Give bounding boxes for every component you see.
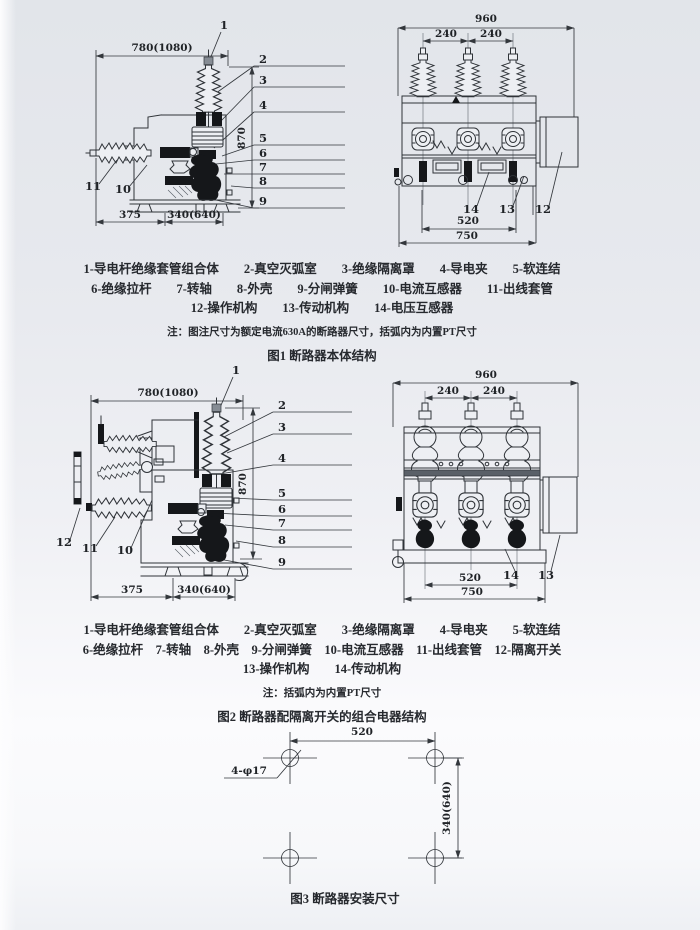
callout-11: 11 [85, 179, 101, 193]
support-rod [194, 412, 199, 478]
dim-width-label: 780(1080) [131, 42, 192, 54]
callout-9: 9 [259, 194, 267, 208]
dim-520-label: 520 [457, 215, 479, 227]
dim-375-label: 375 [119, 209, 141, 221]
combined-front-body [392, 426, 578, 568]
legend-line: 1-导电杆绝缘套管组合体 2-真空灭弧室 3-绝缘隔离罩 4-导电夹 5-软连结 [83, 623, 561, 637]
dim-340-label: 340(640) [177, 584, 231, 596]
breaker-front-body [394, 95, 579, 187]
callout-1: 1 [220, 18, 228, 32]
callout-8: 8 [259, 174, 267, 188]
callout-6: 6 [259, 146, 267, 160]
pole-bushings [409, 47, 527, 98]
figure2-legend: 1-导电杆绝缘套管组合体 2-真空灭弧室 3-绝缘隔离罩 4-导电夹 5-软连结… [22, 621, 622, 725]
figure1-front-view: 960 240 240 14 [394, 13, 579, 247]
operating-mechanism-box [542, 476, 578, 534]
callout-11: 11 [82, 541, 98, 555]
leader-line [209, 31, 222, 60]
dim-240-left-label: 240 [437, 385, 459, 397]
dim-960-label: 960 [475, 13, 497, 25]
dim-520-label: 520 [459, 572, 481, 584]
dim-750-label: 750 [461, 586, 483, 598]
callout-7: 7 [259, 160, 267, 174]
figure2-note: 注：括弧内为内置PT尺寸 [262, 687, 382, 699]
operating-mechanism-box [539, 116, 579, 168]
figure2-side-view: 1 780(1080) 870 2 3 4 5 6 7 8 9 [56, 363, 352, 601]
callout-1: 1 [232, 363, 240, 377]
callout-7: 7 [278, 516, 286, 530]
dim-340-label: 340(640) [441, 781, 453, 835]
pole-bushings [411, 402, 531, 494]
figure3-caption: 图3 断路器安装尺寸 [290, 892, 400, 906]
dim-960-label: 960 [475, 369, 497, 381]
legend-line: 1-导电杆绝缘套管组合体 2-真空灭弧室 3-绝缘隔离罩 4-导电夹 5-软连结 [83, 262, 561, 276]
gear-teeth [432, 139, 502, 156]
dim-240-left-label: 240 [435, 28, 457, 40]
combined-unit-body [73, 397, 249, 581]
callout-13: 13 [499, 202, 515, 216]
conductive-clamp [160, 147, 190, 158]
figure1-side-view: 780(1080) 1 870 2 3 4 5 6 7 8 9 [85, 18, 345, 226]
gear-teeth [412, 516, 518, 530]
callout-14: 14 [463, 202, 479, 216]
dim-520-label: 520 [351, 726, 373, 738]
legend-line: 6-绝缘拉杆 7-转轴 8-外壳 9-分闸弹簧 10-电流互感器 11-出线套管… [82, 642, 562, 657]
dark-rail [403, 469, 541, 477]
dim-750-label: 750 [456, 230, 478, 242]
dim-375-label: 375 [121, 584, 143, 596]
dim-340-label: 340(640) [167, 209, 221, 221]
figure2-front-view: 960 240 240 [392, 369, 579, 603]
page-edge-highlight [0, 0, 16, 930]
callout-10: 10 [115, 182, 131, 196]
callout-3: 3 [278, 420, 286, 434]
dim-width-label: 780(1080) [137, 387, 198, 399]
bellows [169, 160, 191, 174]
callout-9: 9 [278, 555, 286, 569]
figure1-legend: 1-导电杆绝缘套管组合体 2-真空灭弧室 3-绝缘隔离罩 4-导电夹 5-软连结… [22, 260, 622, 364]
figure1-note: 注：图注尺寸为额定电流630A的断路器尺寸，括弧内为内置PT尺寸 [167, 326, 477, 338]
dim-height-label: 870 [236, 127, 248, 149]
hole-spec-label: 4-φ17 [231, 765, 267, 777]
figure2-caption: 图2 断路器配隔离开关的组合电器结构 [217, 709, 427, 724]
callout-12: 12 [56, 535, 72, 549]
mounting-hole [262, 731, 318, 785]
callout-8: 8 [278, 533, 286, 547]
callout-10: 10 [117, 543, 133, 557]
legend-line: 13-操作机构 14-传动机构 [242, 662, 402, 676]
callout-6: 6 [278, 502, 286, 516]
callout-12: 12 [535, 202, 551, 216]
callout-group-right: 2 3 4 5 6 7 8 9 [205, 52, 345, 209]
dim-240-right-label: 240 [480, 28, 502, 40]
callout-14: 14 [503, 568, 519, 582]
callout-2: 2 [278, 398, 286, 412]
callout-5: 5 [278, 486, 286, 500]
figure1-caption: 图1 断路器本体结构 [267, 348, 377, 363]
callout-5: 5 [259, 131, 267, 145]
dim-height-label: 870 [237, 473, 249, 495]
breaker-body-drawing [85, 49, 241, 213]
callout-3: 3 [259, 73, 267, 87]
callout-4: 4 [278, 451, 286, 465]
dim-240-right-label: 240 [483, 385, 505, 397]
legend-line: 12-操作机构 13-传动机构 14-电压互感器 [190, 301, 454, 315]
hook [235, 562, 249, 581]
mounting-hole [262, 831, 318, 885]
callout-13: 13 [538, 568, 554, 582]
legend-line: 6-绝缘拉杆 7-转轴 8-外壳 9-分闸弹簧 10-电流互感器 11-出线套管 [91, 281, 553, 296]
hatch-damper [167, 185, 193, 199]
callout-2: 2 [259, 52, 267, 66]
callout-4: 4 [259, 98, 267, 112]
